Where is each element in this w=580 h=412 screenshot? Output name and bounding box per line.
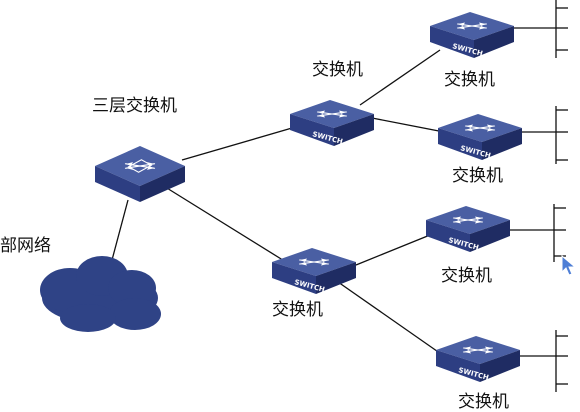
switch-icon: SWITCH	[272, 248, 356, 294]
leaf-2-label: 交换机	[452, 166, 503, 186]
switch-icon: SWITCH	[436, 336, 520, 382]
layer3-switch-icon	[95, 146, 185, 202]
link-a-leaf1	[359, 49, 441, 106]
cloud-label: 部网络	[0, 236, 51, 256]
link-b-leaf3	[355, 234, 431, 266]
switch-icon: SWITCH	[426, 206, 510, 252]
mouse-pointer-icon	[561, 254, 577, 276]
link-core-switch-a	[181, 127, 293, 161]
host-stubs	[510, 0, 568, 392]
switch-icon: SWITCH	[430, 12, 514, 58]
link-core-switch-b	[161, 184, 287, 263]
leaf-1-label: 交换机	[444, 70, 495, 90]
links	[107, 49, 445, 357]
switch-a-label: 交换机	[312, 60, 363, 80]
leaf-4-label: 交换机	[458, 392, 509, 412]
core-switch-label: 三层交换机	[92, 96, 177, 116]
leaf-3-label: 交换机	[441, 266, 492, 286]
cloud-icon	[40, 256, 161, 332]
switch-icon: SWITCH	[290, 100, 374, 146]
switch-b-label: 交换机	[272, 300, 323, 320]
switch-icon: SWITCH	[438, 114, 522, 160]
link-a-leaf2	[371, 117, 445, 133]
link-b-leaf4	[337, 281, 445, 357]
